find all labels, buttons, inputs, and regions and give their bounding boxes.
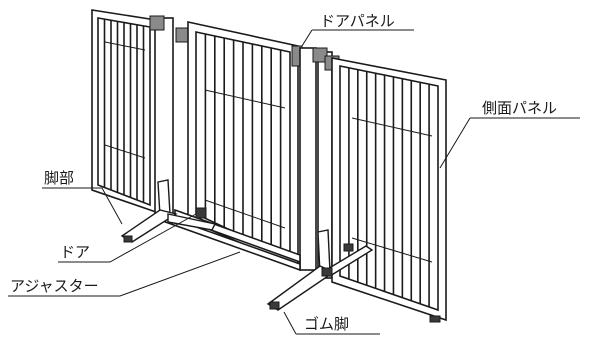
- door-panel-label: ドアパネル: [320, 13, 395, 30]
- door-panel: [187, 21, 303, 270]
- rubber-foot-label: ゴム脚: [304, 315, 349, 333]
- right-side-panel: [331, 57, 447, 323]
- right-leg: [266, 229, 374, 311]
- leg-label: 脚部: [44, 170, 74, 187]
- left-side-panel: [91, 9, 157, 214]
- hinge-icon: [149, 15, 165, 31]
- rubber-foot-icon: [123, 235, 133, 243]
- side-panel-label: 側面パネル: [482, 100, 557, 117]
- rubber-foot-icon: [269, 301, 280, 310]
- hinge-icon: [312, 47, 328, 63]
- center-post: [299, 47, 340, 279]
- door-label: ドア: [60, 244, 90, 261]
- rubber-foot-icon: [343, 243, 354, 252]
- adjuster-icon: [195, 207, 207, 219]
- left-post: [149, 15, 191, 219]
- leader-lines: [8, 29, 580, 335]
- rubber-foot-icon: [429, 315, 441, 323]
- adjuster-icon: [321, 267, 333, 277]
- left-leg: [120, 179, 217, 243]
- adjuster-label: アジャスター: [10, 278, 99, 295]
